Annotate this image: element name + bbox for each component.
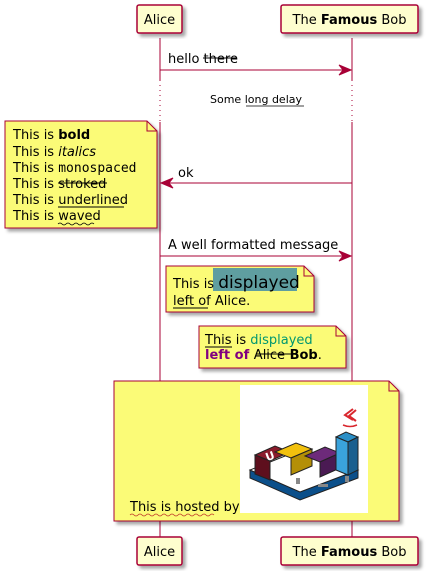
svg-text:This is displayed: This is displayed [204,333,313,348]
participant-bob-bottom[interactable]: The Famous Bob [280,536,419,566]
participant-alice-label-bottom: Alice [144,545,175,560]
participant-bob-label-bottom: The Famous Bob [292,545,407,560]
wave-underline-hosted [129,513,215,517]
note-displayed[interactable]: This is displayed left of Alice. [165,265,315,313]
participant-bob-top[interactable]: The Famous Bob [280,4,419,34]
svg-text:This is monospaced: This is monospaced [12,161,137,176]
svg-text:This is hosted by: This is hosted by [129,500,240,515]
note-hosted[interactable]: This is hosted by U [113,380,400,522]
java-mark-icon [343,408,357,422]
message-hello[interactable]: hello there [160,52,353,76]
message-formatted-label: A well formatted message [168,238,338,253]
participant-alice-top[interactable]: Alice [136,4,183,34]
note-colored[interactable]: This is displayed left of Alice Bob. [198,325,347,369]
svg-text:This is displayed: This is displayed [172,273,300,293]
wave-underline [57,222,95,226]
plantuml-logo-image: U [240,385,368,513]
svg-text:This is italics: This is italics [12,145,96,160]
svg-text:left of Alice Bob.: left of Alice Bob. [205,348,322,363]
svg-text:U: U [264,449,277,464]
message-formatted[interactable]: A well formatted message [160,238,353,262]
svg-text:left of Alice.: left of Alice. [173,294,250,309]
note-text-styles[interactable]: This is bold This is italics This is mon… [4,120,158,229]
delay-label: Some long delay [210,93,302,106]
message-ok-label: ok [178,166,194,181]
svg-text:This is stroked: This is stroked [12,177,106,192]
svg-text:This is waved: This is waved [12,209,101,224]
participant-bob-label: The Famous Bob [292,13,407,28]
participant-alice-bottom[interactable]: Alice [136,536,183,566]
participant-alice-label: Alice [144,13,175,28]
message-hello-label: hello there [168,52,238,67]
svg-text:This is underlined: This is underlined [12,193,128,208]
message-ok[interactable]: ok [159,166,352,189]
svg-text:This is bold: This is bold [12,128,90,143]
delay-marker: Some long delay [210,93,304,107]
